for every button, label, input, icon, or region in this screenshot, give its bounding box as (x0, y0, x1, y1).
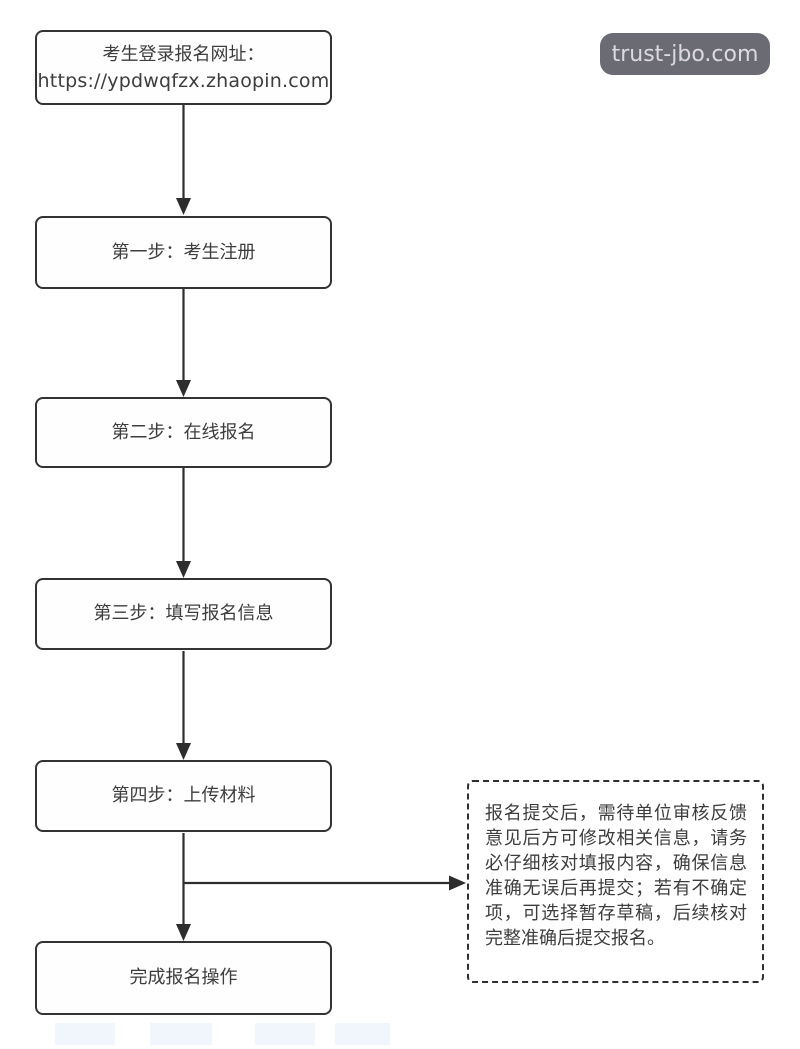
arrow-branch-to-note (183, 875, 466, 891)
flow-step-end-complete: 完成报名操作 (35, 941, 332, 1015)
arrow-step3-to-step4 (176, 651, 191, 760)
flow-step-4-upload-materials: 第四步：上传材料 (35, 760, 332, 832)
note-text: 报名提交后，需待单位审核反馈意见后方可修改相关信息，请务必仔细核对填报内容，确保… (485, 802, 747, 949)
background-artifact (255, 1023, 315, 1045)
arrow-step2-to-step3 (176, 468, 191, 578)
step-label: 第一步：考生注册 (111, 241, 256, 263)
watermark-label: trust-jbo.com (611, 41, 759, 67)
background-artifact (150, 1023, 212, 1045)
registration-url: https://ypdwqfzx.zhaopin.com (37, 69, 330, 92)
arrow-step4-to-end (176, 833, 191, 941)
flow-step-start: 考生登录报名网址： https://ypdwqfzx.zhaopin.com (35, 30, 332, 105)
step-label: 第四步：上传材料 (111, 785, 256, 806)
flow-step-1-register: 第一步：考生注册 (35, 216, 332, 289)
start-title: 考生登录报名网址： (102, 43, 265, 65)
background-artifact (335, 1023, 390, 1045)
arrow-step1-to-step2 (176, 289, 191, 397)
flow-step-3-fill-info: 第三步：填写报名信息 (35, 578, 332, 650)
note-box: 报名提交后，需待单位审核反馈意见后方可修改相关信息，请务必仔细核对填报内容，确保… (467, 780, 764, 983)
watermark-badge: trust-jbo.com (600, 33, 770, 75)
arrow-start-to-step1 (176, 105, 191, 215)
background-artifact (55, 1023, 115, 1045)
step-label: 完成报名操作 (129, 967, 238, 988)
flow-step-2-online-apply: 第二步：在线报名 (35, 397, 332, 468)
step-label: 第二步：在线报名 (111, 421, 256, 443)
step-label: 第三步：填写报名信息 (93, 603, 274, 624)
